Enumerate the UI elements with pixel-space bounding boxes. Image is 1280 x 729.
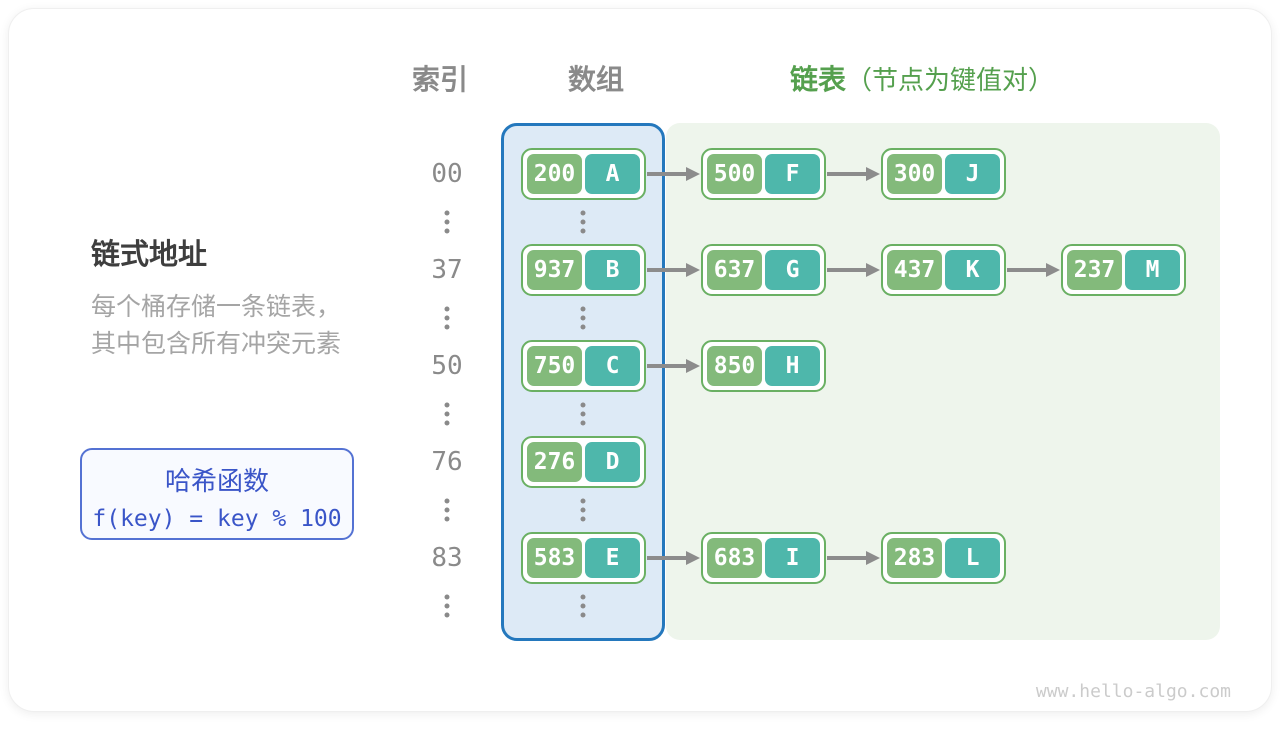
ellipsis-dots (444, 402, 450, 426)
arrow-head-icon (866, 167, 880, 181)
column-header-index: 索引 (411, 64, 469, 95)
arrow-line (647, 268, 690, 272)
description-line: 其中包含所有冲突元素 (91, 330, 342, 358)
ellipsis-dots (580, 306, 586, 330)
section-description: 每个桶存储一条链表， 其中包含所有冲突元素 (91, 289, 341, 363)
node-key: 583 (527, 538, 582, 578)
ellipsis-dots (444, 498, 450, 522)
node-value: B (585, 250, 640, 290)
node-value: I (765, 538, 820, 578)
arrow (827, 263, 880, 277)
node-key: 850 (707, 346, 762, 386)
node-value: F (765, 154, 820, 194)
index-label: 50 (431, 351, 463, 381)
node-value: G (765, 250, 820, 290)
arrow-head-icon (686, 263, 700, 277)
arrow-line (1007, 268, 1050, 272)
hash-function-title: 哈希函数 (164, 466, 269, 496)
ellipsis-dots (444, 306, 450, 330)
node-key: 237 (1067, 250, 1122, 290)
arrow-head-icon (866, 551, 880, 565)
ellipsis-dots (444, 210, 450, 234)
node-value: K (945, 250, 1000, 290)
arrow-line (647, 556, 690, 560)
ellipsis-dots (444, 594, 450, 618)
index-label: 37 (431, 255, 463, 285)
ellipsis-dots (580, 402, 586, 426)
node-value: L (945, 538, 1000, 578)
arrow-line (827, 172, 870, 176)
column-header-list-title: 链表 (789, 64, 846, 95)
ellipsis-dots (580, 498, 586, 522)
arrow (827, 167, 880, 181)
node-key: 437 (887, 250, 942, 290)
node-key: 937 (527, 250, 582, 290)
node-key: 200 (527, 154, 582, 194)
ellipsis-dots (580, 210, 586, 234)
section-title: 链式地址 (91, 239, 208, 271)
node-value: D (585, 442, 640, 482)
column-header-array: 数组 (567, 64, 625, 95)
arrow-line (827, 556, 870, 560)
node-key: 750 (527, 346, 582, 386)
node-value: M (1125, 250, 1180, 290)
node-value: H (765, 346, 820, 386)
arrow-line (647, 172, 690, 176)
hash-function-formula: f(key) = key % 100 (92, 506, 342, 532)
node-key: 300 (887, 154, 942, 194)
watermark: www.hello-algo.com (1035, 681, 1231, 702)
node-key: 637 (707, 250, 762, 290)
node-value: E (585, 538, 640, 578)
arrow-line (827, 268, 870, 272)
hash-function-box: 哈希函数 f(key) = key % 100 (80, 448, 354, 540)
arrow-head-icon (686, 167, 700, 181)
arrow (647, 263, 700, 277)
arrow-head-icon (686, 359, 700, 373)
column-header-list-note: （节点为键值对） (846, 65, 1055, 95)
node-key: 683 (707, 538, 762, 578)
arrow (647, 359, 700, 373)
node-value: A (585, 154, 640, 194)
index-label: 76 (431, 447, 463, 477)
ellipsis-dots (580, 594, 586, 618)
node-value: C (585, 346, 640, 386)
arrow-head-icon (1046, 263, 1060, 277)
index-label: 83 (431, 543, 463, 573)
node-value: J (945, 154, 1000, 194)
index-label: 00 (431, 159, 463, 189)
arrow-line (647, 364, 690, 368)
node-key: 276 (527, 442, 582, 482)
arrow (1007, 263, 1060, 277)
arrow (647, 167, 700, 181)
arrow-head-icon (866, 263, 880, 277)
column-header-list: 链表（节点为键值对） (790, 58, 1054, 98)
arrow (827, 551, 880, 565)
node-key: 283 (887, 538, 942, 578)
description-line: 每个桶存储一条链表， (91, 293, 342, 321)
node-key: 500 (707, 154, 762, 194)
arrow (647, 551, 700, 565)
arrow-head-icon (686, 551, 700, 565)
